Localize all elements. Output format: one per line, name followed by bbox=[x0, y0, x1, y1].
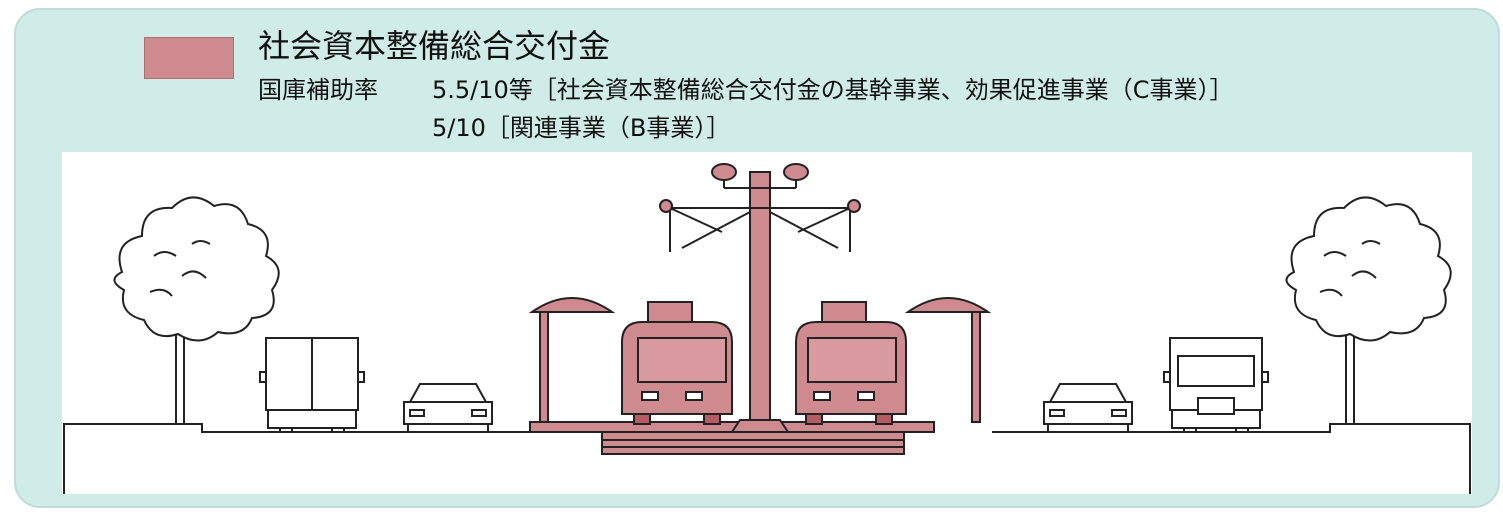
legend-title: 社会資本整備総合交付金 bbox=[258, 27, 611, 65]
truck-right-icon bbox=[1163, 337, 1269, 433]
tram-stop-shelter-left-icon bbox=[528, 297, 616, 423]
tram-left-icon bbox=[621, 301, 733, 425]
subsidy-rate-label: 国庫補助率 bbox=[258, 76, 378, 104]
subsidy-rate-line-2: 5/10［関連事業（B事業）］ bbox=[432, 114, 731, 142]
truck-left-icon bbox=[259, 337, 365, 433]
street-tree-left-icon bbox=[113, 196, 280, 425]
tram-stop-shelter-right-icon bbox=[904, 297, 992, 423]
car-left-icon bbox=[403, 383, 493, 433]
tram-platform bbox=[529, 421, 935, 455]
street-cross-section-drawing bbox=[63, 163, 1471, 494]
street-cross-section bbox=[62, 152, 1472, 494]
legend-swatch bbox=[144, 37, 234, 79]
tram-right-icon bbox=[795, 301, 907, 425]
car-right-icon bbox=[1043, 383, 1133, 433]
street-tree-right-icon bbox=[1285, 196, 1452, 425]
subsidy-rate-line-1: 5.5/10等［社会資本整備総合交付金の基幹事業、効果促進事業（C事業）］ bbox=[432, 76, 1234, 104]
catenary-pole-icon bbox=[659, 163, 861, 433]
road-ground-line bbox=[63, 423, 1471, 494]
